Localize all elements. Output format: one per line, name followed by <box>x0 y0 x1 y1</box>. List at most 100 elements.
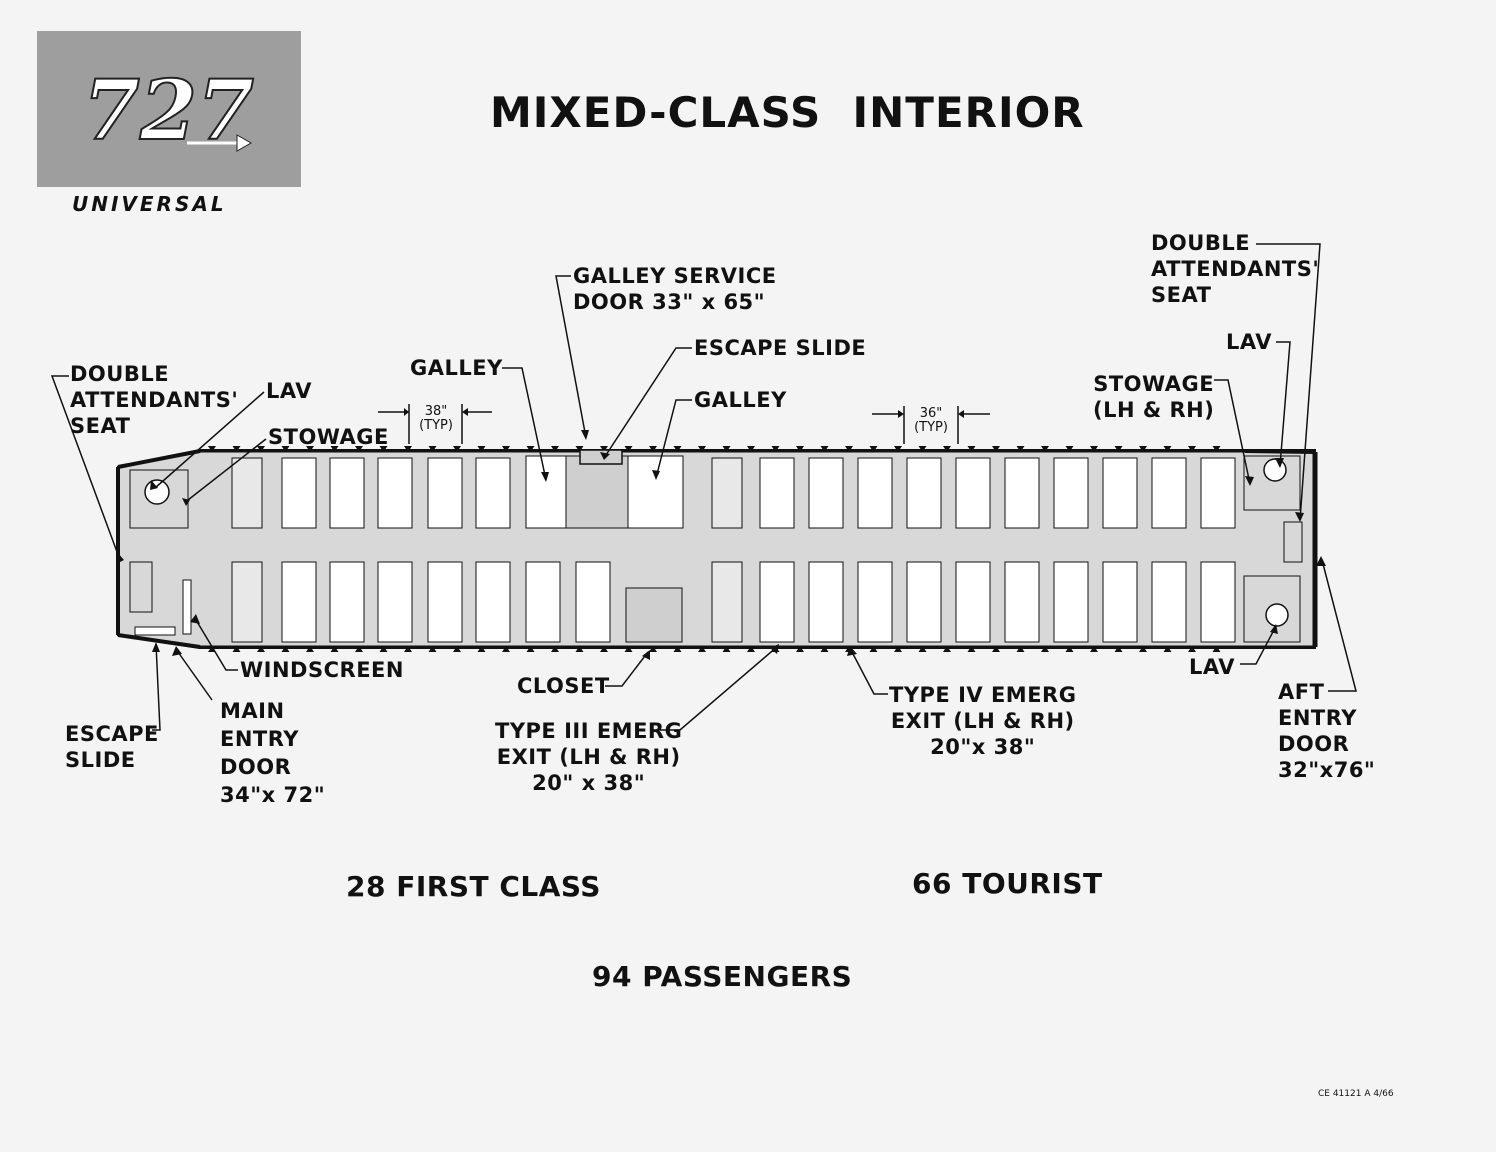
window-marker-bottom <box>943 646 951 652</box>
tourist-bulkhead-seat-right <box>711 561 743 643</box>
window-marker-bottom <box>1016 646 1025 652</box>
window-marker-bottom <box>1090 646 1098 652</box>
window-marker-top <box>306 446 314 452</box>
window-marker-bottom <box>894 646 902 652</box>
label-escape-slide-top: ESCAPE SLIDE <box>694 336 867 360</box>
tourist-seat-left-10 <box>1200 457 1236 529</box>
label-type4-exit: TYPE IV EMERG EXIT (LH & RH) 20"x 38" <box>889 683 1077 759</box>
label-pitch-first: 38" (TYP) <box>419 404 453 433</box>
label-aft-entry-door: AFT ENTRY DOOR 32"x76" <box>1278 680 1376 782</box>
window-marker-bottom <box>1188 646 1196 652</box>
window-marker-bottom <box>575 646 584 652</box>
galley-block-right <box>627 455 684 529</box>
window-marker-top <box>722 446 731 452</box>
label-stowage-fwd: STOWAGE <box>268 425 389 449</box>
window-marker-bottom <box>673 646 682 652</box>
window-marker-top <box>257 446 265 452</box>
window-marker-top <box>624 446 633 452</box>
fwd-attendant-seat <box>129 561 153 613</box>
window-marker-top <box>747 446 755 452</box>
window-markers-bottom <box>208 646 1221 652</box>
window-marker-bottom <box>551 646 559 652</box>
tourist-seat-left-8 <box>1102 457 1138 529</box>
first-class-seat-right-1 <box>281 561 317 643</box>
tourist-seat-left-3 <box>857 457 893 529</box>
window-marker-top <box>551 446 559 452</box>
tourist-seat-right-7 <box>1053 561 1089 643</box>
seat-rows <box>231 457 1236 643</box>
window-marker-top <box>698 446 706 452</box>
window-marker-top <box>453 446 461 452</box>
window-marker-bottom <box>281 646 290 652</box>
window-marker-top <box>918 446 927 452</box>
label-lav-aft-bottom: LAV <box>1189 655 1235 679</box>
first-class-seat-right-6 <box>525 561 561 643</box>
window-marker-bottom <box>257 646 265 652</box>
window-marker-top <box>355 446 363 452</box>
label-lav-aft-top: LAV <box>1226 330 1272 354</box>
window-marker-top <box>771 446 780 452</box>
label-type3-exit: TYPE III EMERG EXIT (LH & RH) 20" x 38" <box>495 719 683 795</box>
window-marker-top <box>330 446 339 452</box>
window-marker-bottom <box>722 646 731 652</box>
window-marker-bottom <box>747 646 755 652</box>
aft-attendant-seat <box>1283 521 1303 563</box>
window-marker-top <box>820 446 829 452</box>
window-marker-bottom <box>992 646 1000 652</box>
window-marker-bottom <box>820 646 829 652</box>
arrowheads <box>117 408 1326 660</box>
window-marker-top <box>600 446 608 452</box>
tourist-seat-right-8 <box>1102 561 1138 643</box>
window-marker-bottom <box>1041 646 1049 652</box>
window-marker-top <box>673 446 682 452</box>
window-marker-top <box>379 446 388 452</box>
tourist-seat-left-5 <box>955 457 991 529</box>
window-marker-bottom <box>600 646 608 652</box>
logo-subtitle: UNIVERSAL <box>72 192 227 216</box>
window-marker-bottom <box>306 646 314 652</box>
window-marker-bottom <box>624 646 633 652</box>
tourist-seat-right-10 <box>1200 561 1236 643</box>
galley-block-left <box>525 455 567 529</box>
window-marker-top <box>404 446 412 452</box>
window-marker-bottom <box>869 646 878 652</box>
window-marker-bottom <box>428 646 437 652</box>
window-marker-bottom <box>1139 646 1147 652</box>
window-marker-top <box>967 446 976 452</box>
window-marker-top <box>575 446 584 452</box>
window-marker-top <box>649 446 657 452</box>
leader-lines <box>50 243 1357 731</box>
label-galley-right: GALLEY <box>694 388 787 412</box>
window-marker-top <box>208 446 216 452</box>
lav-fwd-compartment <box>129 469 189 529</box>
tourist-bulkhead-seat-left <box>711 457 743 529</box>
first-class-seat-left-1 <box>281 457 317 529</box>
first-class-seat-left-4 <box>427 457 463 529</box>
window-marker-bottom <box>796 646 804 652</box>
lav-aft-top-compartment <box>1243 455 1301 511</box>
window-marker-bottom <box>502 646 510 652</box>
window-marker-bottom <box>649 646 657 652</box>
window-marker-top <box>1065 446 1074 452</box>
window-marker-top <box>1139 446 1147 452</box>
tourist-seat-right-5 <box>955 561 991 643</box>
window-marker-top <box>477 446 486 452</box>
window-marker-top <box>1114 446 1123 452</box>
lav-aft-bottom-compartment <box>1243 575 1301 643</box>
document-number: CE 41121 A 4/66 <box>1318 1089 1394 1099</box>
window-marker-top <box>1163 446 1172 452</box>
summary-total: 94 PASSENGERS <box>592 960 853 993</box>
windscreen-panel <box>182 579 192 635</box>
fwd-bulkhead-seat-right <box>231 561 263 643</box>
first-class-seat-right-3 <box>377 561 413 643</box>
tourist-seat-left-7 <box>1053 457 1089 529</box>
label-galley-left: GALLEY <box>410 356 503 380</box>
label-pitch-tourist: 36" (TYP) <box>914 406 948 435</box>
lav-fwd-toilet <box>144 479 170 505</box>
window-marker-bottom <box>1163 646 1172 652</box>
window-marker-bottom <box>1114 646 1123 652</box>
window-marker-top <box>232 446 241 452</box>
tourist-seat-left-1 <box>759 457 795 529</box>
tourist-seat-right-6 <box>1004 561 1040 643</box>
summary-tourist: 66 TOURIST <box>912 867 1103 900</box>
